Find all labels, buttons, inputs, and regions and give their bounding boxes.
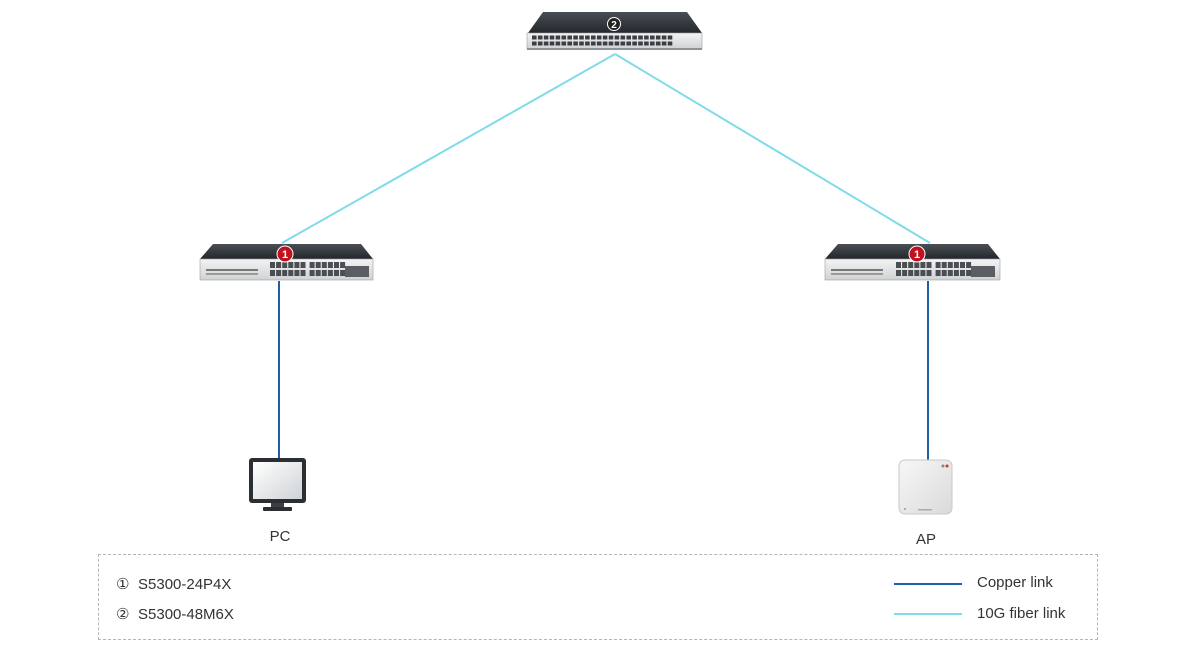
fiber-link-core-to-left (281, 53, 616, 244)
core-switch-badge-number: 2 (611, 20, 617, 31)
access-point-icon (898, 459, 953, 515)
core-switch: 2 (526, 12, 703, 50)
access-switch-left-badge (276, 245, 294, 263)
legend-model-2: ② S5300-48M6X (116, 605, 234, 623)
access-switch-right-badge-number: 1 (914, 249, 920, 261)
access-switch-right: 1 (824, 244, 1001, 281)
legend-model-2-name: S5300-48M6X (138, 606, 234, 623)
legend-copper-label: Copper link (977, 574, 1053, 591)
access-switch-right-badge (908, 245, 926, 263)
legend-model-2-marker: ② (116, 606, 130, 623)
legend-fiber-swatch (894, 613, 962, 615)
legend-model-1-marker: ① (116, 576, 130, 593)
legend-model-1: ① S5300-24P4X (116, 575, 231, 593)
access-switch-left: 1 (199, 244, 374, 281)
pc-label: PC (269, 528, 291, 545)
access-switch-left-badge-number: 1 (282, 249, 288, 261)
legend-fiber-label: 10G fiber link (977, 605, 1066, 622)
ap-label: AP (915, 531, 937, 548)
legend-copper-swatch (894, 583, 962, 585)
fiber-link-core-to-right (614, 53, 931, 244)
legend-model-1-name: S5300-24P4X (138, 576, 232, 593)
pc-monitor-icon (249, 458, 306, 511)
legend: ① S5300-24P4X ② S5300-48M6X Copper link 10… (98, 554, 1098, 640)
